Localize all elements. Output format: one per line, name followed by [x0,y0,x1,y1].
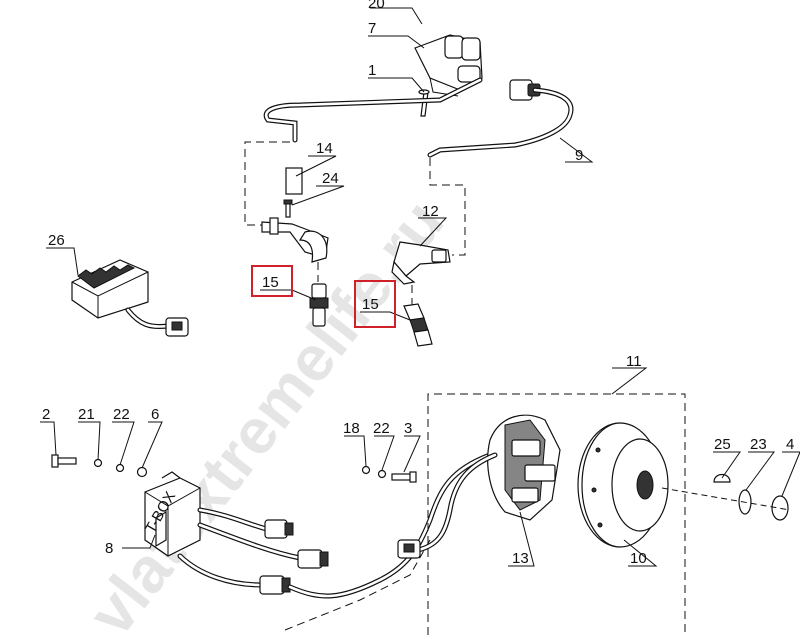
callout-11: 11 [626,353,642,370]
routing-dash-lower [284,539,431,631]
spark-plug-left [309,283,329,327]
callout-18: 18 [343,420,360,437]
spring [285,167,303,195]
washer-22-right [377,469,387,479]
callout-6: 6 [151,406,159,423]
washer-21 [93,458,103,468]
callout-7: 7 [368,20,376,37]
routing-dash-right [429,158,466,256]
callout-3: 3 [404,420,412,437]
callout-1: 1 [368,62,376,79]
callout-20: 20 [368,0,385,12]
control-module [71,259,189,337]
callout-23: 23 [750,436,767,453]
callout-21: 21 [78,406,95,423]
stator-wiring [397,452,498,559]
routing-dash-left [244,141,290,226]
assembly-frame [427,393,686,635]
callout-15-right: 15 [362,296,379,313]
flywheel [577,422,669,548]
callout-9: 9 [575,147,583,164]
callout-8: 8 [105,540,113,557]
callout-10: 10 [630,550,647,567]
callout-24: 24 [322,170,339,187]
highlight-box-15-right [354,280,396,328]
callout-4: 4 [786,436,794,453]
callout-22-right: 22 [373,420,390,437]
spark-plug-right [403,303,433,347]
bolt-2 [51,454,77,468]
coil-connector [509,79,541,101]
callout-13: 13 [512,550,529,567]
callout-2: 2 [42,406,50,423]
callout-14: 14 [316,140,333,157]
woodruff-key [713,473,731,483]
callout-12: 12 [422,203,439,220]
leader-lines [40,7,800,567]
callout-25: 25 [714,436,731,453]
stator [487,414,561,521]
highlight-box-15-left [251,265,293,297]
spark-plug-cap-right [391,241,451,285]
regulator: T-BOX [142,471,201,557]
washer-22-left [115,463,125,473]
callout-15-left: 15 [262,274,279,291]
callout-26: 26 [48,232,65,249]
callout-22-left: 22 [113,406,130,423]
washer-18 [361,465,371,475]
bolt-3 [391,471,417,483]
axis-line [661,487,791,511]
spark-plug-cap-left [261,217,329,263]
nut-6 [136,466,148,478]
small-screw [283,199,293,218]
nut-4 [771,495,789,521]
high-tension-wire [263,77,574,158]
ignition-coil [414,34,483,97]
